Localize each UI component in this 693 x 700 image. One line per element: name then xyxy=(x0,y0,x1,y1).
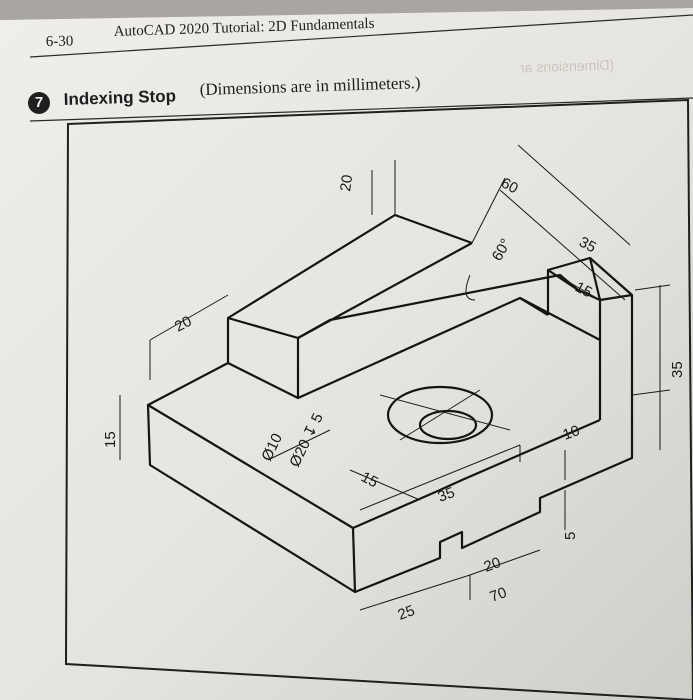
through-hole xyxy=(418,409,478,441)
dim-counterbore: Ø20 ↧ 5 xyxy=(286,411,327,470)
base-top-front-edge xyxy=(352,418,601,530)
dim-angle: 60° xyxy=(489,236,515,264)
dim-hole-center: 35 xyxy=(436,484,457,506)
dim-hole-offset: 15 xyxy=(358,469,381,492)
dim-slot-depth: 20 xyxy=(337,174,356,193)
dim-notch-height: 5 xyxy=(562,532,579,540)
dim-total-length: 70 xyxy=(488,584,509,606)
dim-notch-width: 20 xyxy=(482,554,503,576)
dim-right-depth: 35 xyxy=(576,234,599,257)
base-front-edge xyxy=(354,395,634,594)
dim-ledge-height: 10 xyxy=(561,422,582,444)
dim-left-height: 15 xyxy=(102,431,119,448)
wedge-front-face xyxy=(226,316,300,400)
dim-hole-dia: Ø10 xyxy=(258,431,286,464)
exercise-number-badge: 7 xyxy=(28,92,50,114)
counterbore-hole xyxy=(386,385,494,445)
dim-left-step: 20 xyxy=(172,313,195,336)
dim-total-height: 35 xyxy=(669,361,686,378)
dim-right-offset: 15 xyxy=(572,279,595,302)
dim-top-width: 60 xyxy=(498,175,521,198)
dim-front-left: 25 xyxy=(396,602,417,624)
